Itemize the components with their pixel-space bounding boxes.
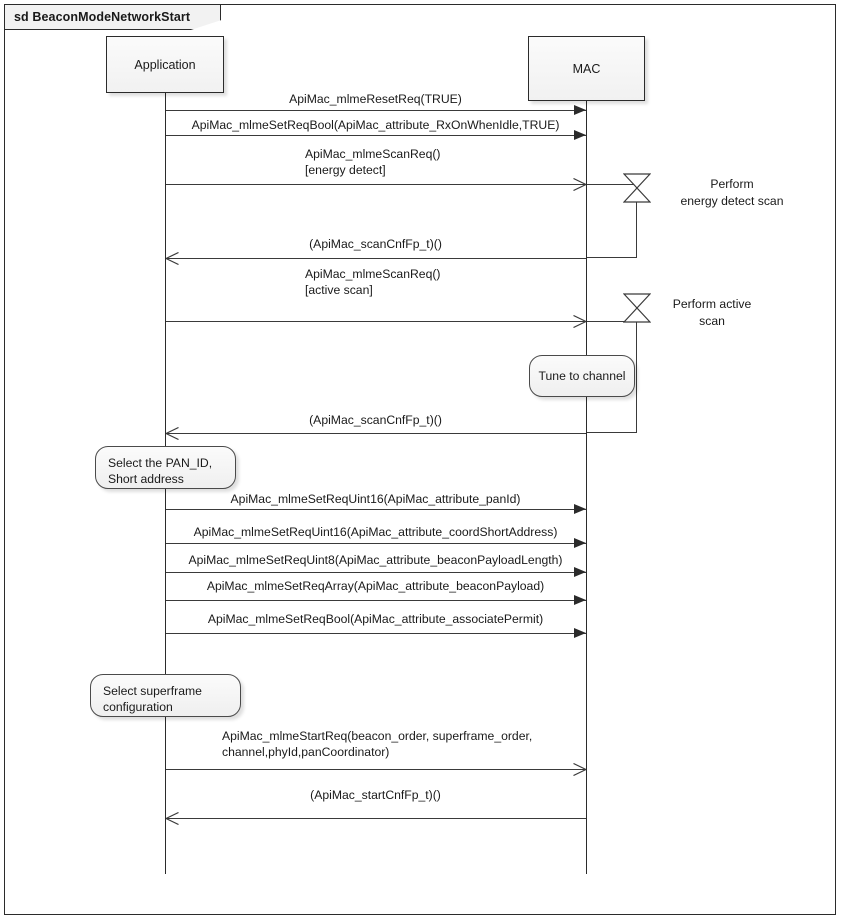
message-line bbox=[165, 258, 586, 259]
message-arrowhead-filled-icon bbox=[574, 594, 586, 605]
message-label: ApiMac_mlmeResetReq(TRUE) bbox=[289, 92, 462, 106]
message-arrowhead-open-icon bbox=[573, 762, 587, 776]
message-label: (ApiMac_scanCnfFp_t)() bbox=[309, 413, 442, 427]
duration-constraint-hourglass-icon bbox=[623, 293, 651, 323]
message-label: ApiMac_mlmeStartReq(beacon_order, superf… bbox=[222, 729, 533, 759]
diagram-frame-label: sd BeaconModeNetworkStart bbox=[4, 4, 222, 30]
self-message-loop-energy[interactable] bbox=[586, 184, 637, 258]
message-label: ApiMac_mlmeSetReqBool(ApiMac_attribute_R… bbox=[191, 118, 560, 132]
lifeline-mac bbox=[586, 101, 587, 874]
message-arrowhead-filled-icon bbox=[574, 104, 586, 115]
participant-label: MAC bbox=[572, 61, 601, 76]
message-arrowhead-filled-icon bbox=[574, 566, 586, 577]
annotation-ann-energy: Perform energy detect scan bbox=[680, 177, 784, 208]
message-label: ApiMac_mlmeSetReqArray(ApiMac_attribute_… bbox=[206, 579, 545, 593]
message-arrowhead-filled-icon bbox=[574, 129, 586, 140]
message-line bbox=[165, 572, 586, 573]
message-line bbox=[165, 135, 586, 136]
message-line bbox=[165, 321, 586, 322]
note-tune[interactable]: Tune to channel bbox=[529, 355, 635, 397]
note-pan[interactable]: Select the PAN_ID, Short address bbox=[95, 446, 236, 489]
message-label: (ApiMac_scanCnfFp_t)() bbox=[309, 237, 442, 251]
message-label: ApiMac_mlmeScanReq() [energy detect] bbox=[305, 147, 441, 177]
message-arrowhead-open-icon bbox=[573, 314, 587, 328]
message-arrowhead-open-icon bbox=[573, 177, 587, 191]
message-line bbox=[165, 600, 586, 601]
message-line bbox=[165, 633, 586, 634]
message-line bbox=[165, 509, 586, 510]
participant-app[interactable]: Application bbox=[106, 36, 224, 93]
participant-mac[interactable]: MAC bbox=[528, 36, 645, 101]
message-label: ApiMac_mlmeSetReqUint16(ApiMac_attribute… bbox=[193, 525, 558, 539]
message-label: (ApiMac_startCnfFp_t)() bbox=[310, 788, 441, 802]
message-line bbox=[165, 818, 586, 819]
message-arrowhead-open-icon bbox=[165, 426, 179, 440]
message-line bbox=[165, 543, 586, 544]
message-label: ApiMac_mlmeSetReqUint8(ApiMac_attribute_… bbox=[188, 553, 563, 567]
note-superframe[interactable]: Select superframe configuration bbox=[90, 674, 241, 717]
message-arrowhead-filled-icon bbox=[574, 627, 586, 638]
message-line bbox=[165, 433, 586, 434]
self-message-loop-active[interactable] bbox=[586, 321, 637, 433]
participant-label: Application bbox=[134, 57, 196, 72]
message-label: ApiMac_mlmeSetReqBool(ApiMac_attribute_a… bbox=[207, 612, 544, 626]
message-line bbox=[165, 769, 586, 770]
message-arrowhead-filled-icon bbox=[574, 503, 586, 514]
message-arrowhead-open-icon bbox=[165, 811, 179, 825]
message-arrowhead-open-icon bbox=[165, 251, 179, 265]
message-line bbox=[165, 110, 586, 111]
annotation-ann-active: Perform active scan bbox=[672, 297, 752, 328]
duration-constraint-hourglass-icon bbox=[623, 173, 651, 203]
message-line bbox=[165, 184, 586, 185]
message-label: ApiMac_mlmeSetReqUint16(ApiMac_attribute… bbox=[230, 492, 521, 506]
message-arrowhead-filled-icon bbox=[574, 537, 586, 548]
message-label: ApiMac_mlmeScanReq() [active scan] bbox=[305, 267, 441, 297]
